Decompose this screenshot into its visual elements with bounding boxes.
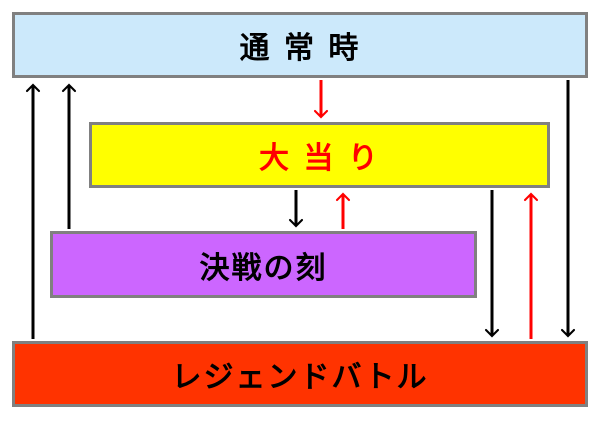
state-legend-label: レジェンドバトル <box>171 360 429 395</box>
state-kessen-box: 決戦の刻 <box>50 231 477 298</box>
state-kessen-label: 決戦の刻 <box>199 250 328 286</box>
state-legend-box: レジェンドバトル <box>12 341 588 407</box>
state-normal-box: 通 常 時 <box>12 12 588 78</box>
state-normal-label: 通 常 時 <box>239 31 361 66</box>
state-hit-box: 大 当 り <box>89 122 550 188</box>
state-hit-label: 大 当 り <box>259 141 380 176</box>
